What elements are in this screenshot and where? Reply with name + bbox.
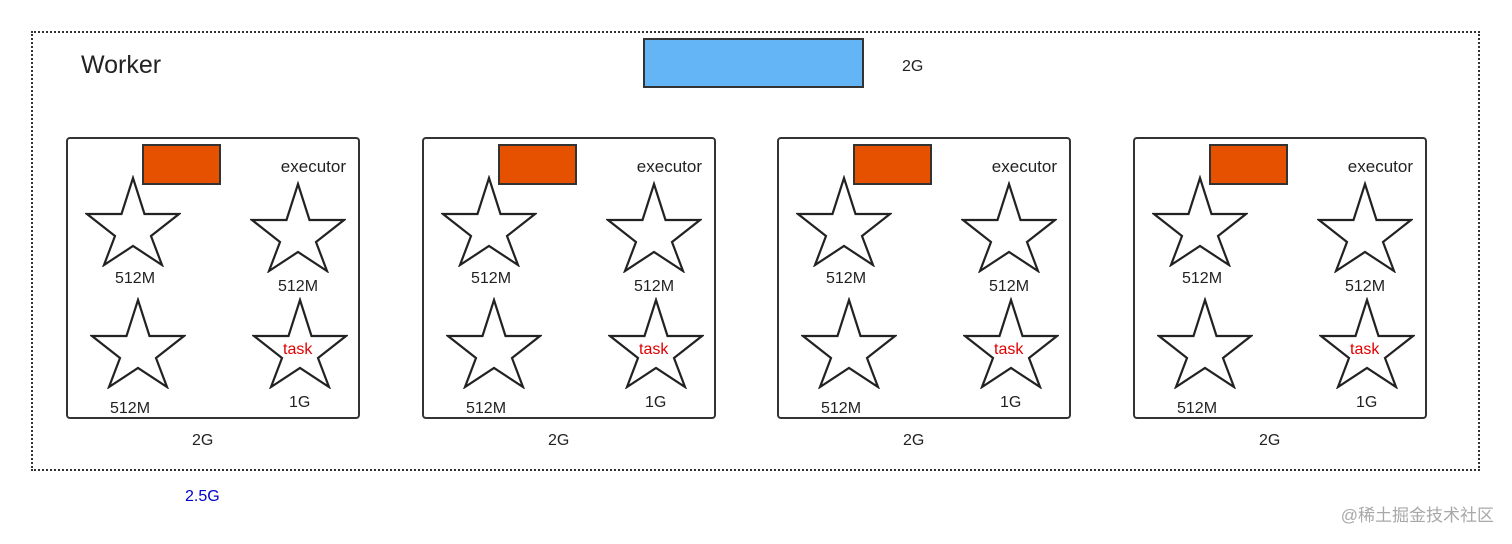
task-label: task <box>639 341 669 358</box>
task-slot-star-icon <box>1152 175 1248 267</box>
executor-label: executor <box>991 157 1057 176</box>
task-slot-star-icon <box>1319 297 1415 389</box>
worker-total-memory-label: 2.5G <box>185 488 220 505</box>
task-memory-label: 512M <box>466 400 507 417</box>
task-memory-label: 512M <box>1345 278 1386 295</box>
executor-memory-block <box>142 144 221 185</box>
task-memory-label: 1G <box>1000 394 1022 411</box>
executor-box: executor 512M 512M 512M task 1G <box>1133 137 1427 419</box>
task-slot-star-icon <box>441 175 537 267</box>
executor-memory-label: 2G <box>548 432 570 449</box>
task-slot-star-icon <box>801 297 897 389</box>
task-slot-star-icon <box>1157 297 1253 389</box>
task-slot-star-icon <box>606 181 702 273</box>
task-memory-label: 512M <box>1182 270 1223 287</box>
task-slot-star-icon <box>85 175 181 267</box>
task-slot-star-icon <box>963 297 1059 389</box>
task-memory-label: 512M <box>634 278 675 295</box>
executor-box: executor 512M 512M 512M task 1G <box>422 137 716 419</box>
task-memory-label: 512M <box>471 270 512 287</box>
task-slot-star-icon <box>90 297 186 389</box>
task-slot-star-icon <box>252 297 348 389</box>
executor-memory-block <box>853 144 932 185</box>
task-memory-label: 512M <box>989 278 1030 295</box>
task-memory-label: 512M <box>115 270 156 287</box>
task-memory-label: 512M <box>278 278 319 295</box>
task-memory-label: 1G <box>289 394 311 411</box>
task-slot-star-icon <box>961 181 1057 273</box>
task-memory-label: 1G <box>645 394 667 411</box>
executor-box: executor 512M 512M 512M task 1G <box>777 137 1071 419</box>
task-label: task <box>283 341 313 358</box>
worker-container <box>31 31 1480 471</box>
task-memory-label: 512M <box>110 400 151 417</box>
master-memory-bar <box>643 38 864 88</box>
task-slot-star-icon <box>608 297 704 389</box>
task-memory-label: 1G <box>1356 394 1378 411</box>
executor-memory-label: 2G <box>903 432 925 449</box>
task-slot-star-icon <box>446 297 542 389</box>
task-slot-star-icon <box>796 175 892 267</box>
executor-label: executor <box>1347 157 1413 176</box>
executor-memory-block <box>1209 144 1288 185</box>
executor-label: executor <box>280 157 346 176</box>
task-slot-star-icon <box>250 181 346 273</box>
executor-memory-label: 2G <box>1259 432 1281 449</box>
task-label: task <box>994 341 1024 358</box>
executor-label: executor <box>636 157 702 176</box>
task-memory-label: 512M <box>1177 400 1218 417</box>
worker-title: Worker <box>81 51 162 79</box>
executor-box: executor 512M 512M 512M task 1G <box>66 137 360 419</box>
watermark: @稀土掘金技术社区 <box>1340 506 1494 525</box>
task-label: task <box>1350 341 1380 358</box>
task-slot-star-icon <box>1317 181 1413 273</box>
task-memory-label: 512M <box>821 400 862 417</box>
task-memory-label: 512M <box>826 270 867 287</box>
master-memory-label: 2G <box>902 58 924 75</box>
executor-memory-block <box>498 144 577 185</box>
executor-memory-label: 2G <box>192 432 214 449</box>
